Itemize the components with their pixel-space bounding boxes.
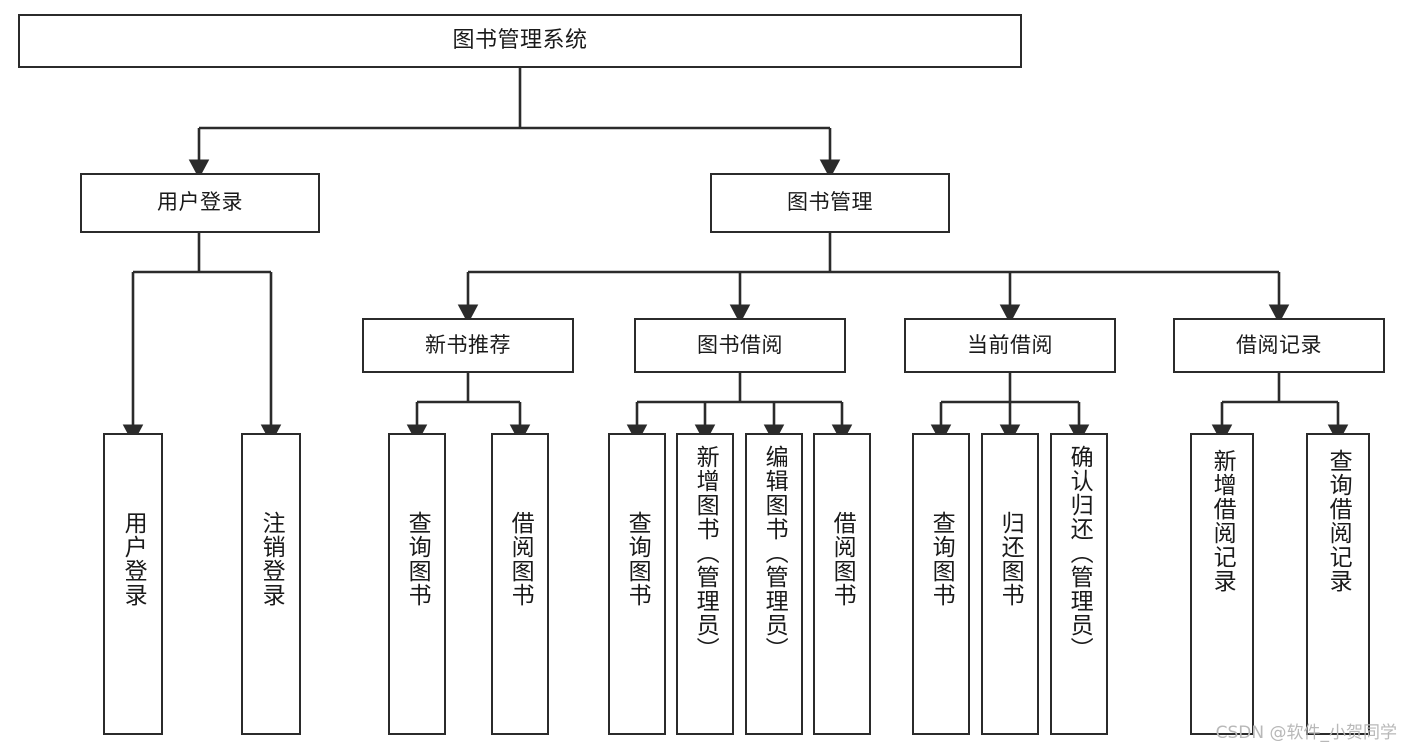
node-label: 图书管理 — [787, 190, 873, 215]
node-label: 当前借阅 — [967, 332, 1053, 357]
node-label: 注销登录 — [258, 511, 285, 607]
leaf-user-login[interactable]: 用户登录 — [103, 433, 163, 735]
node-label: 编辑图书（管理员） — [761, 445, 788, 661]
leaf-return-book[interactable]: 归还图书 — [981, 433, 1039, 735]
node-label: 新增图书（管理员） — [692, 445, 719, 661]
node-label: 查询图书 — [404, 511, 431, 607]
leaf-query-borrow-record[interactable]: 查询借阅记录 — [1306, 433, 1370, 735]
leaf-edit-book-admin[interactable]: 编辑图书（管理员） — [745, 433, 803, 735]
leaf-query-book-borrow[interactable]: 查询图书 — [608, 433, 666, 735]
node-label: 借阅图书 — [829, 511, 856, 607]
node-book-borrow[interactable]: 图书借阅 — [634, 318, 846, 373]
node-label: 用户登录 — [120, 511, 147, 607]
node-label: 归还图书 — [997, 511, 1024, 607]
leaf-query-book-current[interactable]: 查询图书 — [912, 433, 970, 735]
node-label: 借阅图书 — [507, 511, 534, 607]
leaf-add-book-admin[interactable]: 新增图书（管理员） — [676, 433, 734, 735]
node-label: 用户登录 — [157, 190, 243, 215]
leaf-confirm-return-admin[interactable]: 确认归还（管理员） — [1050, 433, 1108, 735]
leaf-borrow-book-new-recommend[interactable]: 借阅图书 — [491, 433, 549, 735]
node-label: 图书借阅 — [697, 332, 783, 357]
node-label: 借阅记录 — [1236, 332, 1322, 357]
node-current-borrow[interactable]: 当前借阅 — [904, 318, 1116, 373]
node-label: 查询图书 — [624, 511, 651, 607]
leaf-logout-login[interactable]: 注销登录 — [241, 433, 301, 735]
node-root-图书管理系统[interactable]: 图书管理系统 — [18, 14, 1022, 68]
node-borrow-record[interactable]: 借阅记录 — [1173, 318, 1385, 373]
node-label: 确认归还（管理员） — [1066, 445, 1093, 661]
csdn-watermark: CSDN @软件_小贺同学 — [1215, 723, 1397, 743]
leaf-query-book-new-recommend[interactable]: 查询图书 — [388, 433, 446, 735]
node-label: 新书推荐 — [425, 332, 511, 357]
leaf-add-borrow-record[interactable]: 新增借阅记录 — [1190, 433, 1254, 735]
node-label: 查询图书 — [928, 511, 955, 607]
node-new-book-recommend[interactable]: 新书推荐 — [362, 318, 574, 373]
node-book-management[interactable]: 图书管理 — [710, 173, 950, 233]
leaf-borrow-book-borrow[interactable]: 借阅图书 — [813, 433, 871, 735]
node-label: 查询借阅记录 — [1325, 449, 1352, 593]
node-label: 新增借阅记录 — [1209, 449, 1236, 593]
node-user-login[interactable]: 用户登录 — [80, 173, 320, 233]
node-label: 图书管理系统 — [452, 27, 588, 53]
